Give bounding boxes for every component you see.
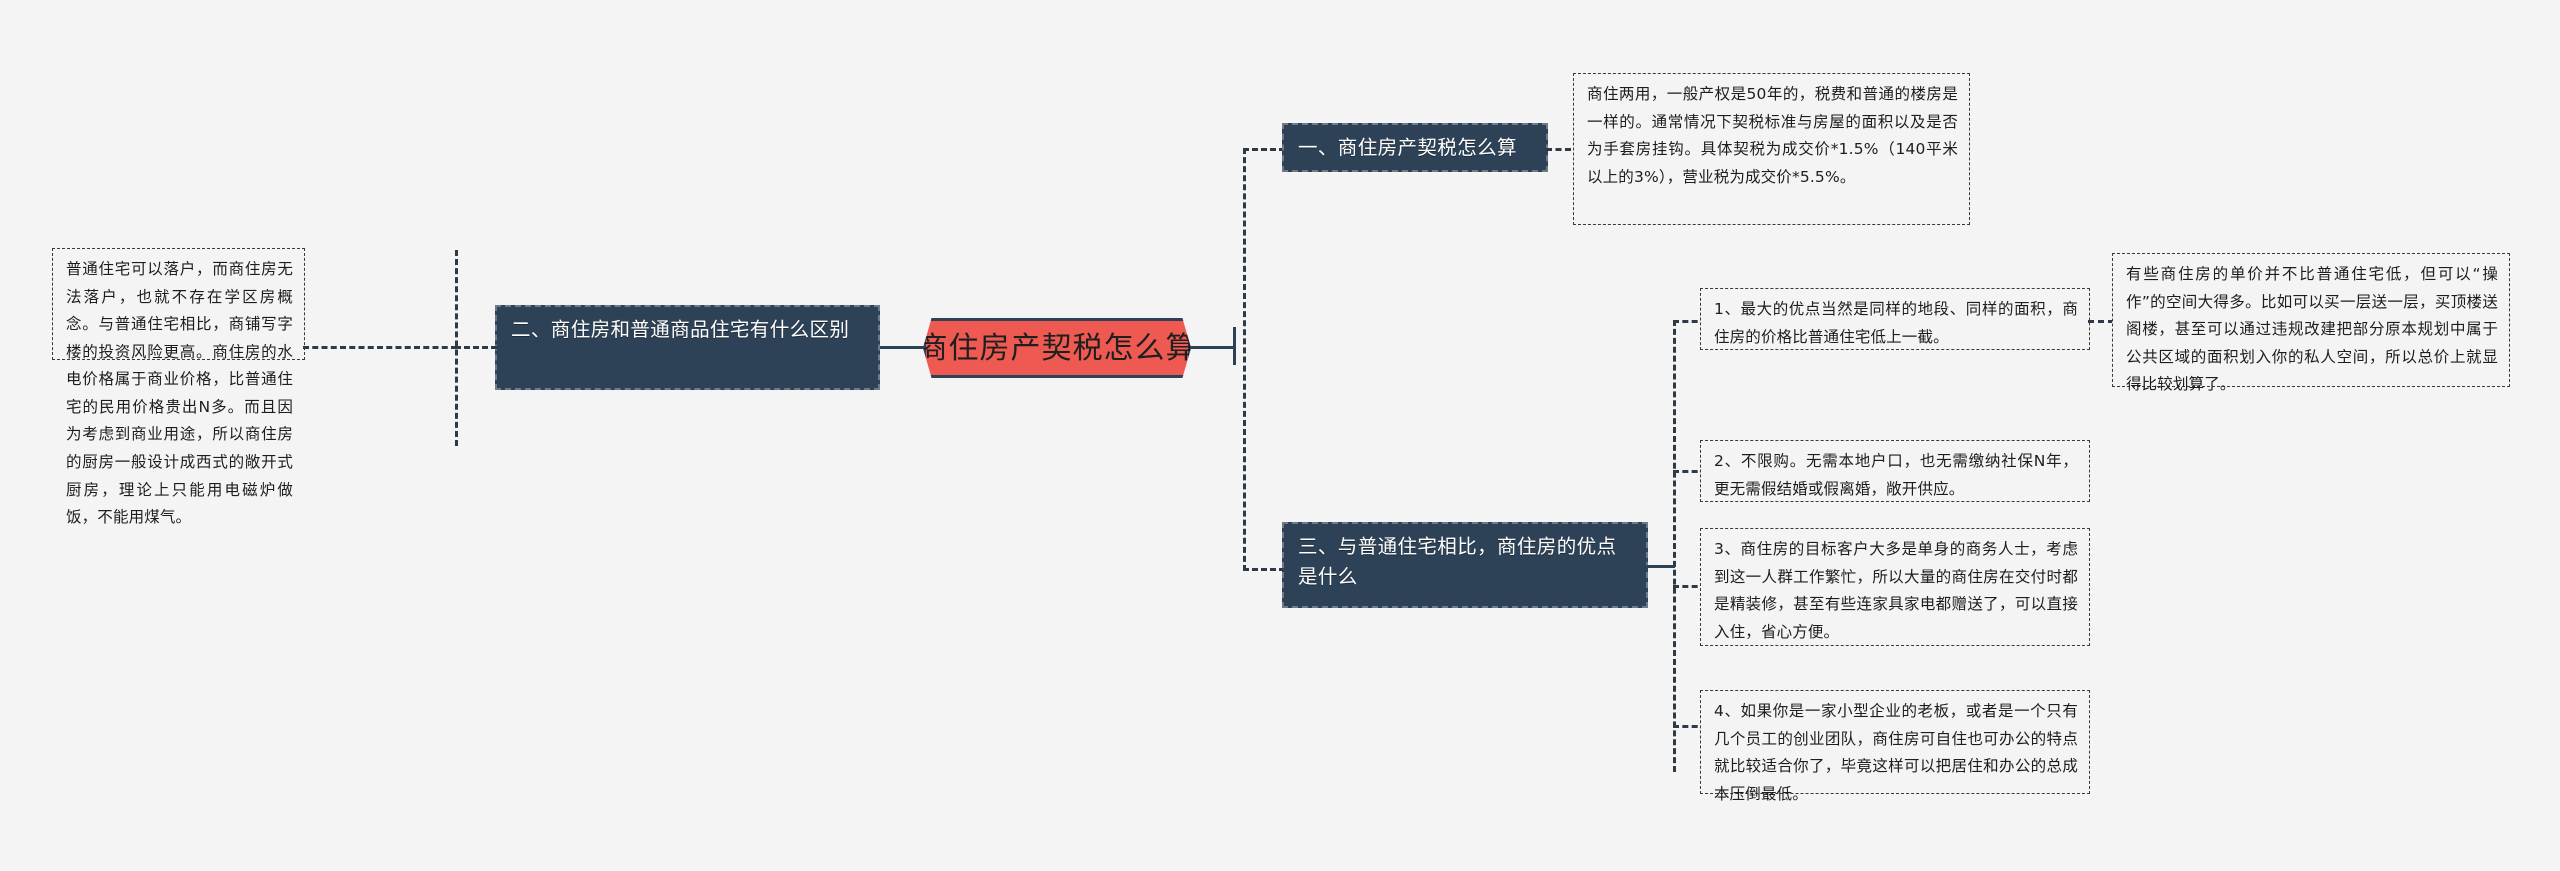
connector-spine-to-branch-three: [1243, 568, 1285, 571]
connector-spine-to-branch-one: [1243, 148, 1285, 151]
detail-box-three-1: 1、最大的优点当然是同样的地段、同样的面积，商住房的价格比普通住宅低上一截。: [1700, 288, 2090, 350]
detail-box-three-4: 4、如果你是一家小型企业的老板，或者是一个只有几个员工的创业团队，商住房可自住也…: [1700, 690, 2090, 803]
connector-spine-to-detail-3: [1673, 585, 1707, 588]
branch-node-one[interactable]: 一、商住房产契税怎么算: [1282, 123, 1548, 172]
center-node[interactable]: 商住房产契税怎么算: [923, 318, 1191, 378]
connector-branch-two-to-detail: [455, 346, 497, 349]
connector-center-to-branch-two: [878, 346, 924, 349]
branch-three-spine: [1673, 320, 1676, 772]
detail-box-three-3: 3、商住房的目标客户大多是单身的商务人士，考虑到这一人群工作繁忙，所以大量的商住…: [1700, 528, 2090, 646]
branch-node-two[interactable]: 二、商住房和普通商品住宅有什么区别: [495, 305, 880, 390]
connector-branch-one-to-detail: [1546, 148, 1590, 151]
branch-node-three[interactable]: 三、与普通住宅相比，商住房的优点是什么: [1282, 522, 1648, 608]
connector-detail-two-link: [303, 346, 457, 349]
detail-box-branch-one: 商住两用，一般产权是50年的，税费和普通的楼房是一样的。通常情况下契税标准与房屋…: [1573, 73, 1970, 225]
connector-spine-to-detail-1: [1673, 320, 1707, 323]
connector-center-right-cap: [1233, 327, 1236, 365]
connector-spine-to-detail-2: [1673, 470, 1707, 473]
detail-box-three-2: 2、不限购。无需本地户口，也无需缴纳社保N年，更无需假结婚或假离婚，敞开供应。: [1700, 440, 2090, 502]
connector-spine-to-detail-4: [1673, 725, 1707, 728]
detail-box-branch-two: 普通住宅可以落户，而商住房无法落户，也就不存在学区房概念。与普通住宅相比，商铺写…: [52, 248, 305, 526]
detail-box-three-1-sub: 有些商住房的单价并不比普通住宅低，但可以“操作”的空间大得多。比如可以买一层送一…: [2112, 253, 2510, 393]
connector-center-to-right-spine: [1190, 346, 1234, 349]
connector-branch-three-stub: [1645, 565, 1675, 568]
connector-detail-1-to-sub: [2088, 320, 2124, 323]
right-spine: [1243, 148, 1246, 571]
